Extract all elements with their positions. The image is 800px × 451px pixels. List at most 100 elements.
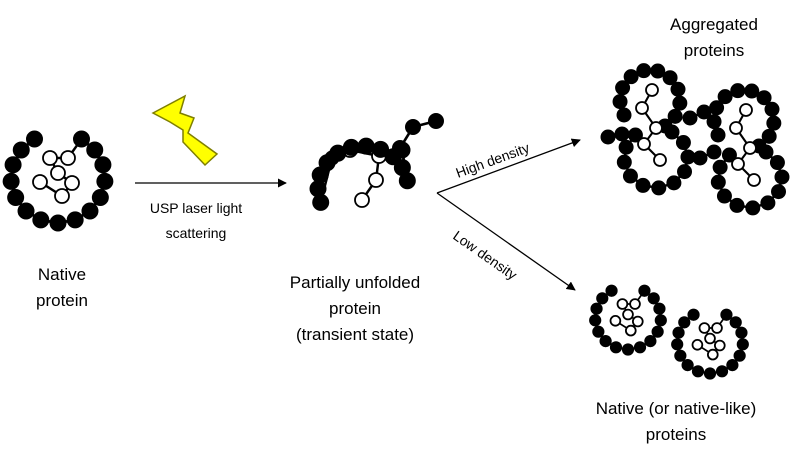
unfolded-label-line1: Partially unfolded <box>290 273 420 292</box>
low-density-label: Low density <box>450 227 520 283</box>
dark-bead <box>600 129 616 145</box>
low-density-arrow <box>436 192 576 291</box>
light-bead <box>739 103 753 117</box>
light-bead <box>368 172 384 188</box>
dark-bead <box>91 189 109 207</box>
light-bead <box>616 298 629 310</box>
native-like-label-line2: proteins <box>646 425 706 444</box>
dark-bead <box>612 94 628 110</box>
light-bead <box>731 157 745 171</box>
dark-bead <box>357 137 375 155</box>
dark-bead <box>49 214 67 232</box>
light-bead <box>629 298 641 310</box>
light-bead <box>637 137 651 151</box>
dark-bead <box>664 124 680 140</box>
dark-bead <box>729 316 742 329</box>
dark-bead <box>32 211 50 229</box>
native-protein-structure <box>2 130 114 232</box>
dark-bead <box>592 325 605 338</box>
dark-bead <box>94 156 112 174</box>
dark-bead <box>756 90 772 106</box>
dark-bead <box>736 338 749 351</box>
dark-bead <box>706 114 722 130</box>
dark-bead <box>12 141 30 159</box>
dark-bead <box>744 83 760 99</box>
dark-bead <box>766 115 782 131</box>
dark-bead <box>721 147 737 163</box>
dark-bead <box>672 326 685 339</box>
dark-bead <box>428 113 444 129</box>
light-bead <box>729 121 743 135</box>
dark-bead <box>662 70 678 86</box>
dark-bead <box>590 302 603 315</box>
dark-bead <box>618 139 634 155</box>
dark-bead <box>729 197 745 213</box>
dark-bead <box>709 100 725 116</box>
light-bead <box>645 83 659 97</box>
dark-bead <box>650 63 666 79</box>
dark-bead <box>710 174 726 190</box>
dark-bead <box>654 314 667 327</box>
dark-bead <box>622 168 638 184</box>
dark-bead <box>17 202 35 220</box>
native-protein-label-line1: Native <box>38 265 86 284</box>
light-bead <box>54 188 70 204</box>
dark-bead <box>760 195 776 211</box>
light-bead <box>609 314 622 327</box>
dark-bead <box>682 110 698 126</box>
dark-bead <box>623 69 639 85</box>
light-bead <box>698 322 711 334</box>
partially-unfolded-protein-structure <box>309 113 444 211</box>
dark-bead <box>405 119 421 135</box>
dark-bead <box>609 341 623 354</box>
dark-bead <box>769 155 785 171</box>
dark-bead <box>647 292 660 305</box>
aggregated-protein-right <box>692 83 790 216</box>
dark-bead <box>635 177 651 193</box>
light-bead <box>747 173 761 187</box>
dark-bead <box>86 141 104 159</box>
dark-bead <box>764 101 780 117</box>
dark-bead <box>703 367 717 380</box>
dark-bead <box>651 325 664 338</box>
dark-bead <box>638 284 651 297</box>
dark-bead <box>733 349 746 362</box>
dark-bead <box>674 349 687 362</box>
light-bead <box>32 174 48 190</box>
dark-bead <box>678 316 691 329</box>
dark-bead <box>710 127 726 143</box>
dark-bead <box>675 135 691 151</box>
dark-bead <box>596 292 609 305</box>
dark-bead <box>605 284 618 297</box>
dark-bead <box>633 341 647 354</box>
dark-bead <box>7 189 25 207</box>
dark-bead <box>372 140 390 158</box>
unfolded-label-line3: (transient state) <box>296 325 414 344</box>
aggregated-label-line1: Aggregated <box>670 15 758 34</box>
dark-bead <box>342 138 360 156</box>
dark-bead <box>774 169 790 185</box>
dark-bead <box>717 89 733 105</box>
dark-bead <box>599 334 612 348</box>
dark-bead <box>66 211 84 229</box>
dark-bead <box>720 308 733 321</box>
dark-bead <box>758 144 774 160</box>
dark-bead <box>666 175 682 191</box>
dark-bead <box>73 130 90 148</box>
aggregated-protein-left <box>600 63 712 196</box>
light-bead <box>713 339 726 352</box>
dark-bead <box>735 326 748 339</box>
light-bead <box>649 121 663 135</box>
light-bead <box>60 150 76 166</box>
laser-caption-line1: USP laser light <box>150 200 242 216</box>
native-like-protein-1 <box>589 284 667 356</box>
light-bead <box>624 324 637 337</box>
lightning-bolt-icon <box>151 94 219 167</box>
dark-bead <box>4 156 22 174</box>
dark-bead <box>677 164 693 180</box>
light-bead <box>691 338 704 351</box>
dark-bead <box>96 172 114 190</box>
dark-bead <box>670 81 686 97</box>
dark-bead <box>671 338 684 351</box>
